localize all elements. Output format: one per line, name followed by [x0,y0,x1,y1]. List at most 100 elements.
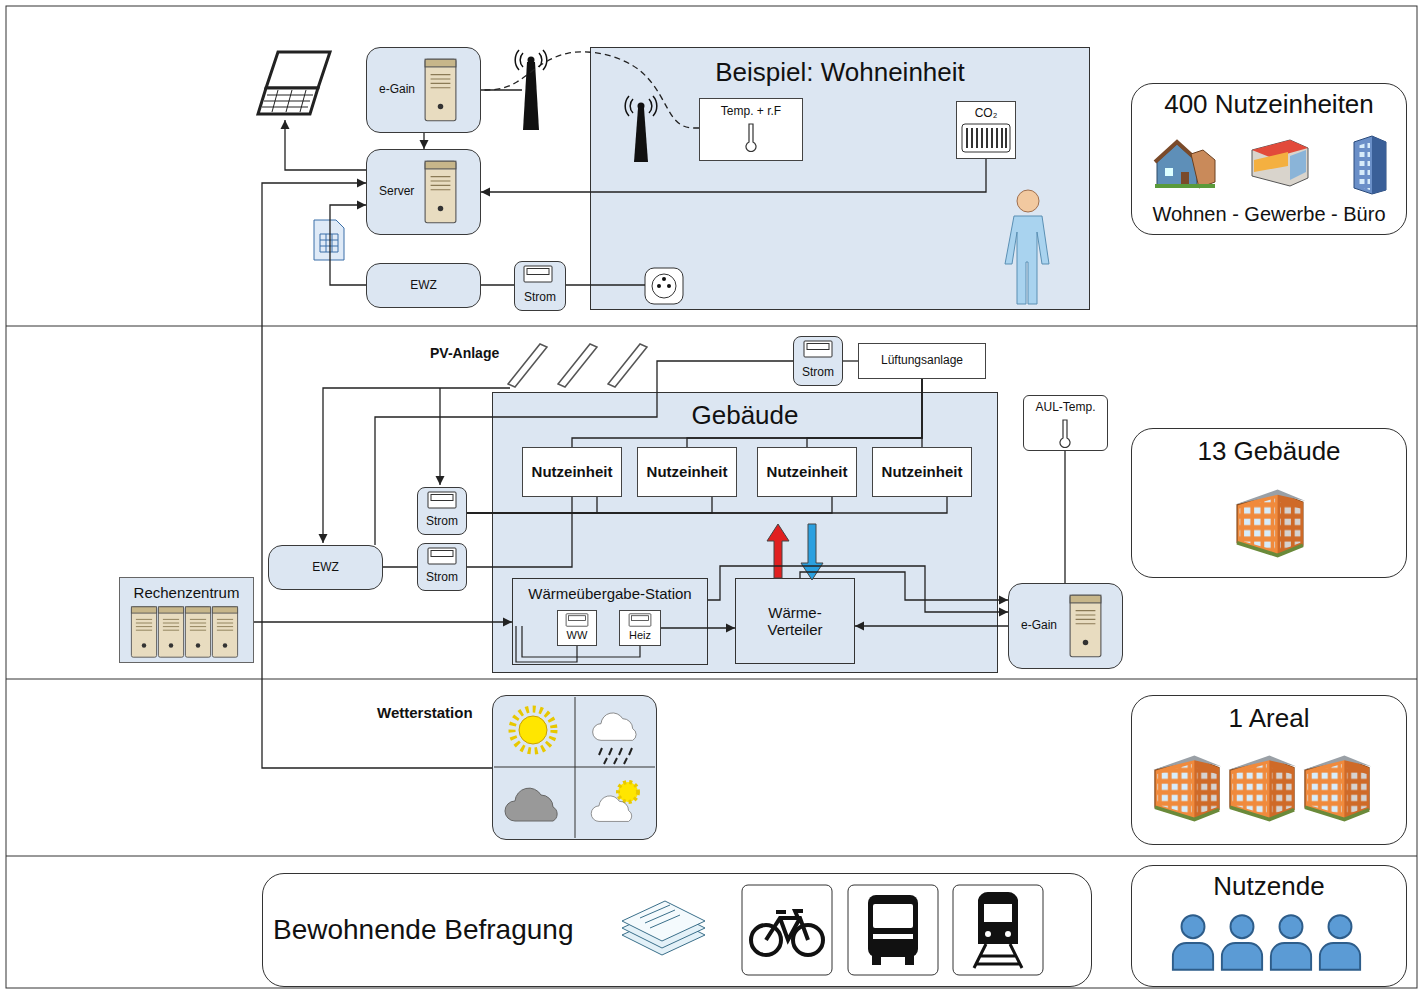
datacenter-servers [158,607,183,657]
node-text: Beispiel: Wohneinheit [715,58,965,88]
laptop-icon [266,52,330,88]
summary-box: 13 Gebäude [1131,428,1407,578]
office-icon [1354,136,1386,194]
survey-papers [622,915,705,955]
shop-icon [1252,140,1308,158]
mobility-icons [766,911,808,940]
meter-icon [524,266,552,282]
antenna-icon [638,103,645,110]
mobility-icons [985,931,991,937]
datacenter-box: Rechenzentrum [119,577,254,663]
node-text: Nutzeinheit [532,463,613,480]
connector [467,497,572,567]
connector [921,379,922,447]
co2-sensor-grill [967,128,1006,148]
connector [687,379,922,447]
mobility-icons [868,895,918,957]
socket-icon [645,268,683,304]
summary-box: Nutzende [1131,865,1407,987]
antenna-icon [625,96,657,116]
distributor-box: Wärme- Verteiler [735,578,855,664]
node-text: e-Gain [1021,619,1057,633]
spreadsheet-icon [314,220,344,260]
connector [383,566,417,567]
mobility-icons [848,885,938,975]
pv-panels [558,344,597,387]
weather-icons [599,748,632,764]
connector [330,205,366,285]
station-box: Wärmeübergabe-StationWWHeiz [512,578,708,665]
connector [843,360,858,361]
antenna-wire [481,89,522,90]
laptop-icon [258,52,330,114]
shop-icon [1290,150,1306,180]
shop-icon [1254,152,1288,172]
weather-icons [494,697,655,838]
node-text: Temp. + r.F [721,105,781,119]
server-box: Server [366,149,481,235]
summary-box: 1 Areal [1131,695,1407,845]
node-text: Nutzeinheit [647,463,728,480]
node-text: e-Gain [379,83,415,97]
datacenter-servers [131,607,237,657]
office-icon [1372,136,1386,194]
weather-icons [593,713,636,740]
mobility-icons [978,892,1018,944]
user-icons [1173,915,1213,970]
survey-papers [622,901,705,955]
connector [467,497,832,513]
node-text: Rechenzentrum [134,584,240,601]
area-buildings [1227,755,1296,819]
pv-wire [323,388,510,543]
survey-papers [622,908,705,948]
weather-box: Wetterstation [492,695,657,840]
unit-panel: Beispiel: WohneinheitTemp. + r.F CO₂ [590,47,1090,310]
mobility-icons [742,885,832,975]
connector [481,284,514,285]
house-icon [1191,150,1215,188]
meter-icon [566,614,588,626]
area-buildings [1152,755,1221,819]
house-icon [1155,142,1215,188]
meter-icon [428,492,456,508]
mobility-icons [1005,931,1011,937]
node-text: Wärme- Verteiler [750,604,840,639]
antenna-icon [528,57,535,64]
weather-icons [494,697,655,838]
meter-box: Strom [514,261,566,311]
node-text: 400 Nutzeinheiten [1164,90,1374,120]
mobility-icons [873,904,913,928]
pv-panels [608,344,647,387]
node-text: AUL-Temp. [1035,401,1095,415]
weather-icons [591,796,632,822]
mobility-icons [872,955,881,965]
node-text: Wetterstation [377,704,473,721]
co2-sensor-grill [962,124,1010,152]
node-text: Heiz [629,629,651,642]
antenna-icon [523,62,539,130]
weather-icons [618,782,638,802]
mobility-icons [984,904,1012,922]
node-text: Strom [802,366,834,380]
user-icons [1320,915,1360,970]
node-text: Strom [524,291,556,305]
label-text: PV-Anlage [430,345,499,361]
house-icon [1155,142,1199,162]
node-text: 1 Areal [1229,704,1310,734]
unit-box: Nutzeinheit [522,447,622,497]
connector [807,379,922,447]
antenna-icon [625,96,657,162]
area-buildings [1152,755,1371,819]
node-text: EWZ [312,561,339,575]
connector [800,572,1008,600]
laptop-icon [258,88,318,114]
node-text: CO₂ [975,107,998,121]
antenna-icon [634,108,648,162]
server-box: e-Gain [366,47,481,133]
node-text: EWZ [410,279,437,293]
laptop-icon [262,90,313,112]
weather-icons [505,788,557,821]
unit-box: Nutzeinheit [872,447,972,497]
antenna-icon [515,50,547,130]
mobility-icons [873,934,913,939]
